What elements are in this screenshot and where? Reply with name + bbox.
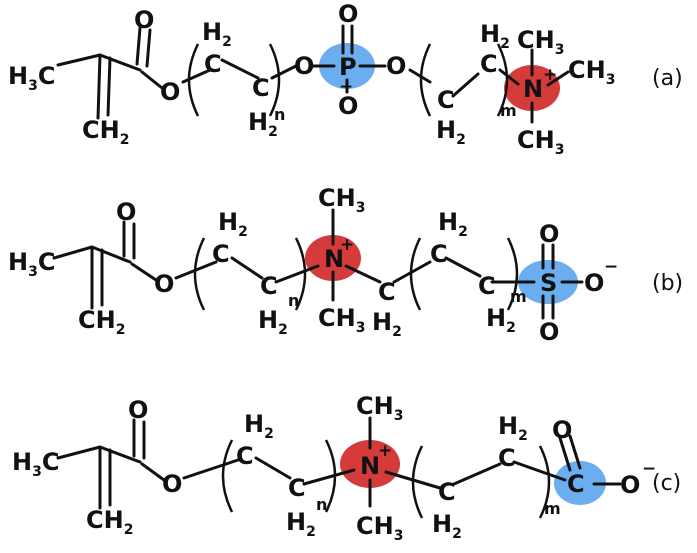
repeat-bracket-right-a2 xyxy=(496,43,509,117)
carbon-b2: C xyxy=(260,272,278,300)
sulfonate-oxygen-bottom-b: O xyxy=(539,318,559,346)
ammonium-highlight-circle-b xyxy=(305,235,361,281)
carboxylate-highlight-circle xyxy=(554,461,606,505)
ch2-lower-b1: H2 xyxy=(258,306,288,338)
ch2-lower-c1: H2 xyxy=(286,508,316,540)
ch2-lower-a2: H2 xyxy=(436,116,466,148)
repeat-bracket-right-a1 xyxy=(268,43,281,117)
repeat-index-m-c: m xyxy=(544,499,561,518)
repeat-bracket-left-c1 xyxy=(221,439,234,513)
label-b: (b) xyxy=(652,271,683,296)
label-a: (a) xyxy=(652,66,683,91)
carbon-b4: C xyxy=(430,240,448,268)
carbon-a3: C xyxy=(437,86,455,114)
bonds-a xyxy=(56,24,570,124)
carboxylate-carbon-c: C xyxy=(567,470,585,498)
sulfur-atom-b: S xyxy=(540,269,557,297)
ch2-upper-c2: H2 xyxy=(498,412,528,444)
repeat-bracket-left-c2 xyxy=(411,445,424,519)
nitrogen-atom-b: N xyxy=(324,245,344,273)
carbon-a4: C xyxy=(480,50,498,78)
phosphorus-atom-a: P xyxy=(339,53,357,81)
ammonium-highlight-circle xyxy=(504,65,560,111)
methylene-group-b: CH2 xyxy=(78,306,125,338)
phosphate-oxygen-top-a: O xyxy=(338,0,358,28)
repeat-bracket-left-a2 xyxy=(419,43,432,117)
carbon-b1: C xyxy=(212,240,230,268)
phosphate-oxygen-right-a: O xyxy=(386,52,406,80)
ammonium-highlight-circle-c xyxy=(340,440,400,488)
ch2-lower-b3: H2 xyxy=(486,304,516,336)
methyl-bottom-b: CH3 xyxy=(318,304,365,336)
carbonyl-oxygen-b: O xyxy=(116,198,136,226)
ch2-lower-b2: H2 xyxy=(372,308,402,340)
sulfonate-oxygen-right-b: O xyxy=(584,269,604,297)
carbon-a1: C xyxy=(204,50,222,78)
ammonium-charge-b: + xyxy=(340,235,354,255)
ch2-upper-a1: H2 xyxy=(202,18,232,50)
methyl-group-b: H3C xyxy=(8,248,55,280)
ch2-upper-b2: H2 xyxy=(438,208,468,240)
repeat-index-m-b: m xyxy=(510,287,527,306)
ch2-upper-b1: H2 xyxy=(218,208,248,240)
methyl-top-a: CH3 xyxy=(517,26,564,58)
ch2-upper-c1: H2 xyxy=(244,410,274,442)
structure-a: H3C CH2 O O H2 C C H2 n O P O O − O C H2… xyxy=(8,0,683,158)
repeat-bracket-right-c2 xyxy=(538,445,551,519)
repeat-index-n-a: n xyxy=(274,105,285,124)
repeat-bracket-right-b1 xyxy=(294,237,307,311)
carbon-c4: C xyxy=(498,444,516,472)
repeat-bracket-left-b1 xyxy=(193,237,206,311)
carbon-c3: C xyxy=(438,478,456,506)
nitrogen-atom-c: N xyxy=(360,452,380,480)
structure-b: H3C CH2 O O H2 C C H2 n N + CH3 CH3 C H2… xyxy=(8,184,683,346)
methylene-group-a: CH2 xyxy=(82,116,129,148)
carboxylate-oxygen-top-c: O xyxy=(552,416,572,444)
methyl-group-a: H3C xyxy=(8,62,55,94)
methyl-top-c: CH3 xyxy=(356,392,403,424)
repeat-bracket-left-b2 xyxy=(409,237,422,311)
carbon-b5: C xyxy=(478,272,496,300)
phosphate-oxygen-bottom-a: O xyxy=(338,92,358,120)
repeat-bracket-right-b2 xyxy=(506,237,519,311)
ch2-upper-a2: H2 xyxy=(480,20,510,52)
carbon-c2: C xyxy=(288,474,306,502)
carbonyl-oxygen-a: O xyxy=(134,6,154,34)
sulfonate-oxygen-top-b: O xyxy=(539,220,559,248)
repeat-index-n-b: n xyxy=(288,291,299,310)
carbon-b3: C xyxy=(378,278,396,306)
phosphate-highlight-circle xyxy=(319,43,375,89)
repeat-index-m-a: m xyxy=(500,101,517,120)
carboxylate-oxygen-right-c: O xyxy=(620,471,640,499)
ester-oxygen-b: O xyxy=(154,270,174,298)
ester-oxygen-a: O xyxy=(160,78,180,106)
repeat-index-n-c: n xyxy=(316,495,327,514)
carboxylate-charge-c: − xyxy=(642,459,656,479)
ammonium-charge-c: + xyxy=(378,441,392,461)
ch2-lower-c2: H2 xyxy=(432,510,462,542)
nitrogen-atom-a: N xyxy=(523,75,543,103)
methyl-top-b: CH3 xyxy=(318,184,365,216)
phosphate-oxygen-left-a: O xyxy=(294,52,314,80)
carbonyl-oxygen-c: O xyxy=(128,396,148,424)
label-c: (c) xyxy=(652,471,681,496)
ch2-lower-a1: H2 xyxy=(248,108,278,140)
methylene-group-c: CH2 xyxy=(86,506,133,538)
methyl-group-c: H3C xyxy=(12,448,59,480)
bonds-c xyxy=(56,416,622,510)
sulfonate-charge-b: − xyxy=(604,257,618,277)
ammonium-charge-a: + xyxy=(543,65,557,85)
methyl-bottom-c: CH3 xyxy=(356,512,403,544)
carbon-c1: C xyxy=(236,442,254,470)
phosphate-charge-a: − xyxy=(339,77,353,97)
ester-oxygen-c: O xyxy=(162,470,182,498)
methyl-bottom-a: CH3 xyxy=(517,126,564,158)
repeat-bracket-left-a1 xyxy=(187,43,200,117)
sulfonate-highlight-circle xyxy=(518,260,578,304)
repeat-bracket-right-c1 xyxy=(324,439,337,513)
structure-c: H3C CH2 O O H2 C C H2 n N + CH3 CH3 C H2… xyxy=(12,392,681,544)
carbon-a2: C xyxy=(252,74,270,102)
methyl-right-a: CH3 xyxy=(568,56,615,88)
